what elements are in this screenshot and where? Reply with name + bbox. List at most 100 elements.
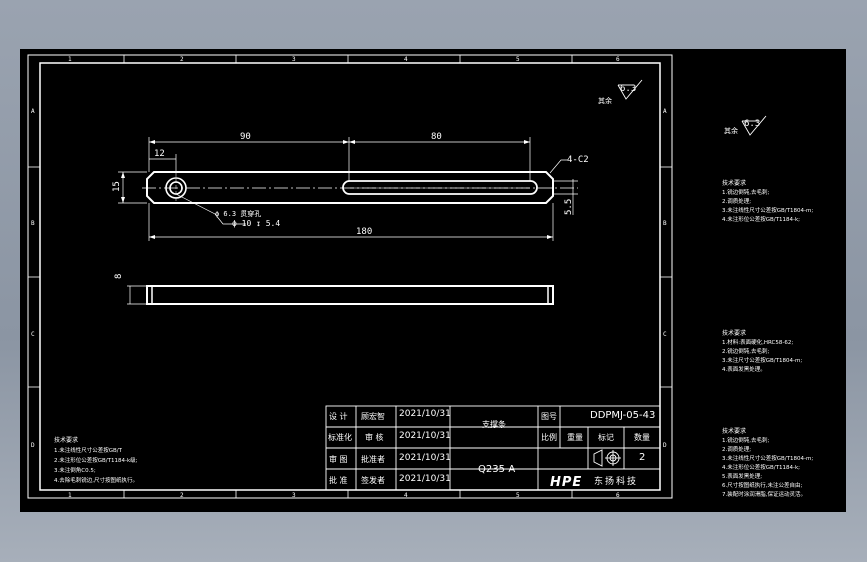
- svg-text:1.材料:表面硬化,HRC58-62;: 1.材料:表面硬化,HRC58-62;: [722, 338, 793, 346]
- bar-outline: [146, 171, 554, 204]
- zone-col-3: 3: [292, 56, 296, 63]
- slot-outline: [342, 180, 538, 195]
- roughness-side-prefix: 其余: [724, 126, 738, 135]
- inner-frame: [39, 62, 661, 491]
- zone-row-b: B: [31, 220, 35, 227]
- zone-col-2: 2: [180, 56, 184, 63]
- notes-side-block-2: 技术要求 1.材料:表面硬化,HRC58-62; 2.锐边倒钝,去毛刺; 3.未…: [722, 329, 802, 373]
- dim-8: 8: [114, 274, 124, 279]
- svg-text:4.去除毛刺锐边,尺寸按图纸执行。: 4.去除毛刺锐边,尺寸按图纸执行。: [54, 476, 138, 484]
- svg-text:技术要求: 技术要求: [722, 329, 746, 337]
- zone-row-d-right: D: [663, 442, 667, 449]
- svg-text:2.锐边倒钝,去毛刺;: 2.锐边倒钝,去毛刺;: [722, 347, 769, 355]
- tb-r3-c1: 审 图: [329, 454, 348, 464]
- tb-r1-c2: 顾宏智: [361, 411, 385, 421]
- zone-col-4: 4: [404, 56, 408, 63]
- svg-text:2.未注形位公差按GB/T1184-k级;: 2.未注形位公差按GB/T1184-k级;: [54, 456, 138, 464]
- tb-r1-c3: 2021/10/31: [399, 409, 451, 419]
- zone-row-c: C: [31, 331, 35, 338]
- svg-text:4.表面发黑处理。: 4.表面发黑处理。: [722, 365, 766, 373]
- tb-company: 东扬科技: [594, 475, 638, 487]
- outer-frame: [27, 54, 673, 499]
- tb-r4-c3: 2021/10/31: [399, 474, 451, 484]
- svg-text:6.尺寸按图纸执行,未注公差自由;: 6.尺寸按图纸执行,未注公差自由;: [722, 481, 802, 489]
- dim-90: 90: [240, 132, 251, 142]
- dim-hole-main: ϕ 6.3 贯穿孔: [215, 209, 261, 218]
- dim-12: 12: [154, 149, 165, 159]
- zone-col-5: 5: [516, 56, 520, 63]
- roughness-main-prefix: 其余: [598, 96, 612, 105]
- front-view: [142, 171, 578, 204]
- dim-arrows: [121, 140, 553, 239]
- svg-text:5.表面发黑处理;: 5.表面发黑处理;: [722, 472, 762, 480]
- tb-r2-c1: 标准化: [328, 432, 352, 442]
- dim-5-5: 5.5: [564, 199, 574, 215]
- side-view: [127, 285, 554, 305]
- tb-r2-c2: 审 核: [365, 432, 384, 442]
- svg-text:1.锐边倒钝,去毛刺;: 1.锐边倒钝,去毛刺;: [722, 436, 769, 444]
- dim-80: 80: [431, 132, 442, 142]
- tb-r1-c1: 设 计: [329, 411, 348, 421]
- dim-180: 180: [356, 227, 372, 237]
- zone-row-a-right: A: [663, 108, 667, 115]
- tb-col-qty: 数量: [634, 432, 650, 442]
- svg-text:3.未注倒角C0.5;: 3.未注倒角C0.5;: [54, 466, 96, 474]
- title-block-grid: [325, 405, 661, 491]
- logo-text: HPE: [550, 475, 582, 490]
- zone-col-1-bottom: 1: [68, 492, 72, 499]
- roughness-side-value: 6.3: [744, 119, 760, 129]
- svg-text:2.调质处理;: 2.调质处理;: [722, 445, 751, 453]
- cad-drawing-canvas: 1 2 3 4 5 6 1 2 3 4 5 6 A B C D A B C D: [27, 54, 813, 499]
- tb-r3-c3: 2021/10/31: [399, 453, 451, 463]
- svg-text:技术要求: 技术要求: [722, 427, 746, 435]
- notes-side-block-1: 技术要求 1.锐边倒钝,去毛刺; 2.调质处理; 3.未注线性尺寸公差按GB/T…: [722, 179, 813, 223]
- svg-text:1.未注线性尺寸公差按GB/T: 1.未注线性尺寸公差按GB/T: [54, 446, 123, 454]
- svg-text:技术要求: 技术要求: [54, 436, 78, 444]
- tb-material: Q235-A: [478, 464, 515, 475]
- zone-col-5-bottom: 5: [516, 492, 520, 499]
- zone-row-c-right: C: [663, 331, 667, 338]
- notes-bottom-left: 技术要求 1.未注线性尺寸公差按GB/T 2.未注形位公差按GB/T1184-k…: [54, 436, 138, 484]
- tb-drawing-no-label: 图号: [541, 412, 557, 421]
- zone-row-b-right: B: [663, 220, 667, 227]
- zone-col-6-bottom: 6: [616, 492, 620, 499]
- front-dimensions: [118, 137, 578, 241]
- svg-text:1.锐边倒钝,去毛刺;: 1.锐边倒钝,去毛刺;: [722, 188, 769, 196]
- tb-r3-c2: 批准者: [361, 454, 385, 464]
- tb-col-weight: 重量: [567, 432, 583, 442]
- tb-col-mark: 标记: [598, 432, 614, 442]
- zone-col-4-bottom: 4: [404, 492, 408, 499]
- notes-side-block-3: 技术要求 1.锐边倒钝,去毛刺; 2.调质处理; 3.未注线性尺寸公差按GB/T…: [722, 427, 813, 498]
- tb-part-name: 支撑条: [482, 419, 506, 429]
- projection-symbol-icon: [593, 449, 621, 467]
- company-logo: HPE: [550, 475, 582, 490]
- roughness-symbol-main: [617, 79, 643, 100]
- zone-ticks: [28, 55, 672, 498]
- dim-15: 15: [112, 181, 122, 192]
- tb-drawing-no: DDPMJ-05-43: [590, 410, 655, 421]
- zone-col-6: 6: [616, 56, 620, 63]
- tb-r4-c1: 批 准: [329, 475, 348, 485]
- zone-col-3-bottom: 3: [292, 492, 296, 499]
- tb-r2-c3: 2021/10/31: [399, 431, 451, 441]
- zone-row-a: A: [31, 108, 35, 115]
- dim-chamfer: 4-C2: [567, 155, 589, 165]
- zone-row-d: D: [31, 442, 35, 449]
- side-bar-outline: [146, 285, 554, 305]
- roughness-symbol-side: [741, 115, 767, 136]
- svg-text:3.未注线性尺寸公差按GB/T1804-m;: 3.未注线性尺寸公差按GB/T1804-m;: [722, 206, 813, 214]
- svg-text:3.未注尺寸公差按GB/T1804-m;: 3.未注尺寸公差按GB/T1804-m;: [722, 356, 802, 364]
- tb-col-scale: 比例: [541, 432, 557, 442]
- roughness-main-value: 6.3: [620, 84, 636, 94]
- svg-text:3.未注线性尺寸公差按GB/T1804-m;: 3.未注线性尺寸公差按GB/T1804-m;: [722, 454, 813, 462]
- svg-text:7.装配时涂润滑脂,保证运动灵活。: 7.装配时涂润滑脂,保证运动灵活。: [722, 490, 806, 498]
- svg-text:技术要求: 技术要求: [722, 179, 746, 187]
- drawing-sheet: 1 2 3 4 5 6 1 2 3 4 5 6 A B C D A B C D: [20, 49, 846, 512]
- tb-qty: 2: [639, 452, 645, 463]
- svg-text:4.未注形位公差按GB/T1184-k;: 4.未注形位公差按GB/T1184-k;: [722, 215, 800, 223]
- svg-text:4.未注形位公差按GB/T1184-k;: 4.未注形位公差按GB/T1184-k;: [722, 463, 800, 471]
- tb-r4-c2: 签发者: [361, 475, 385, 485]
- dim-hole-counter: ϕ 10 ↧ 5.4: [232, 219, 280, 228]
- zone-col-1: 1: [68, 56, 72, 63]
- svg-text:2.调质处理;: 2.调质处理;: [722, 197, 751, 205]
